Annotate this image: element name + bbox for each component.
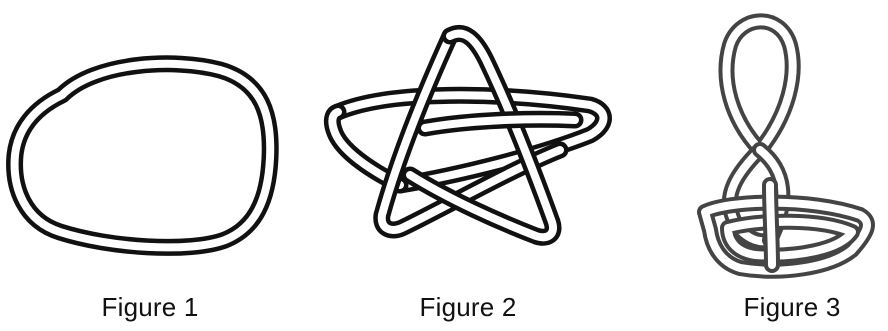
figure-3: Figure 3 bbox=[620, 0, 888, 331]
figure-2: Figure 2 bbox=[290, 0, 620, 331]
figure-1: Figure 1 bbox=[0, 0, 290, 331]
unknot-loop-drawing bbox=[0, 0, 290, 331]
figure-1-caption: Figure 1 bbox=[102, 292, 199, 323]
twisted-knot-drawing bbox=[620, 0, 888, 331]
star-knot-drawing bbox=[290, 0, 620, 331]
figure-2-caption: Figure 2 bbox=[420, 292, 517, 323]
figure-3-caption: Figure 3 bbox=[744, 292, 841, 323]
